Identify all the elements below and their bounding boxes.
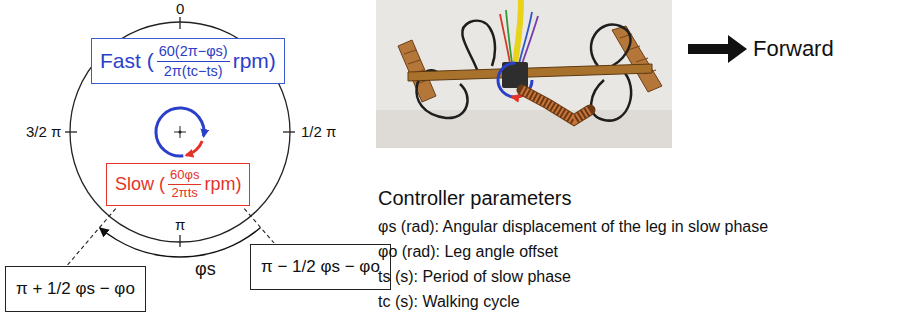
robot-photo [376, 0, 672, 148]
rpm-fraction: 60φs2πts [168, 168, 201, 201]
body-board [408, 64, 652, 81]
slow-rotation-arrow [186, 141, 202, 155]
leader-line [244, 209, 274, 243]
angle-mark: π [175, 216, 185, 234]
wire [515, 0, 521, 64]
parameter-item: ts (s): Period of slow phase [378, 267, 571, 286]
angle-expression: π + 1/2 φs − φo [16, 279, 135, 299]
forward-arrow [688, 35, 747, 63]
coil-leg-turns [522, 90, 590, 120]
angle-expression: π − 1/2 φs − φo [261, 257, 380, 277]
rpm-unit: rpm) [233, 49, 276, 73]
parameter-heading: Controller parameters [378, 186, 571, 210]
angle-mark: 3/2 π [26, 123, 61, 141]
photo-floor [376, 110, 672, 148]
fraction-numerator: 60φs [168, 168, 201, 185]
wire [506, 10, 512, 64]
rpm-fraction: 60(2π−φs)2π(tc−ts) [157, 43, 230, 79]
tick-mark [179, 17, 180, 29]
coil-leg [522, 90, 590, 120]
parameter-item: tc (s): Walking cycle [378, 292, 520, 311]
phase-name: Slow ( [115, 174, 165, 195]
fraction-numerator: 60(2π−φs) [157, 43, 230, 62]
arc-label: φs [195, 259, 216, 281]
angle-box: π − 1/2 φs − φo [250, 244, 391, 290]
parameter-item: φo (rad): Leg angle offset [378, 242, 558, 261]
tick-mark [179, 235, 180, 247]
leg-plate [612, 26, 662, 92]
angle-mark: 1/2 π [301, 123, 336, 141]
parameter-item: φs (rad): Angular displacement of the le… [378, 217, 768, 236]
angle-mark: 0 [176, 0, 184, 18]
loop-leg [591, 70, 631, 121]
center-cross [180, 126, 181, 138]
loop-leg [462, 21, 495, 72]
loop-leg [591, 25, 630, 66]
fast-rotation-arrow [156, 108, 204, 156]
wire [522, 16, 538, 64]
photo-background [376, 0, 672, 148]
tick-mark [283, 131, 295, 132]
fast-phase-box: Fast (60(2π−φs)2π(tc−ts)rpm) [91, 38, 285, 84]
fraction-denominator: 2π(tc−ts) [162, 62, 225, 80]
rpm-unit: rpm) [204, 174, 241, 195]
phase-name: Fast ( [100, 49, 154, 73]
leader-line [68, 209, 116, 265]
slow-phase-box: Slow (60φs2πtsrpm) [106, 163, 250, 206]
tick-mark [65, 131, 77, 132]
direction-label: Forward [753, 36, 834, 62]
phase-circle [70, 22, 290, 242]
fraction-denominator: 2πts [170, 185, 200, 201]
angle-box: π + 1/2 φs − φo [5, 266, 146, 312]
